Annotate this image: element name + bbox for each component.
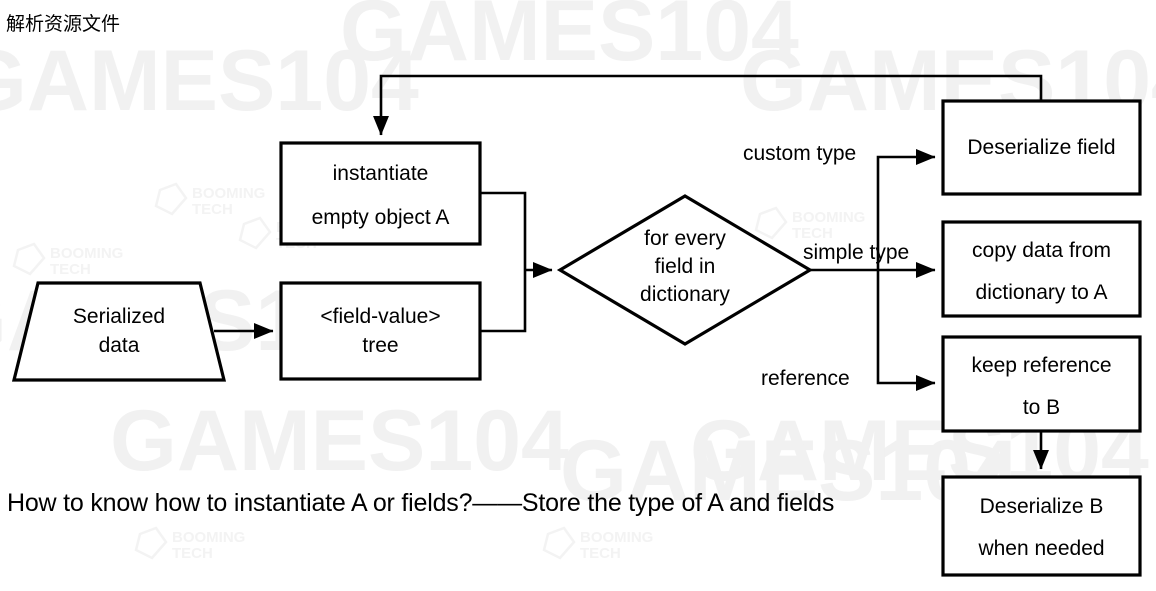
edge-label-reference: reference <box>761 367 850 390</box>
node-serialized-data <box>11 281 227 382</box>
node-deserialize-b-when-needed <box>941 475 1142 577</box>
edge-label-custom-type: custom type <box>743 142 857 165</box>
edge-deserialize-field-feedback-to-instantiate <box>372 74 1043 136</box>
node-for-every-field-in-dictionary <box>556 194 814 346</box>
node-keep-reference-to-b <box>941 335 1142 433</box>
node-instantiate-empty-object-a <box>279 141 482 246</box>
edge-left-boxes-bracket <box>480 191 527 333</box>
bottom-note: How to know how to instantiate A or fiel… <box>7 489 835 517</box>
page-title: 解析资源文件 <box>6 14 121 35</box>
edge-decision-to-deserialize-field <box>876 148 936 270</box>
node-copy-data-from-dictionary-to-a <box>941 220 1142 318</box>
edge-label-simple-type: simple type <box>803 241 910 264</box>
node-deserialize-field <box>941 99 1142 196</box>
edge-decision-to-keep-reference <box>876 270 936 392</box>
node-field-value-tree <box>279 281 482 381</box>
